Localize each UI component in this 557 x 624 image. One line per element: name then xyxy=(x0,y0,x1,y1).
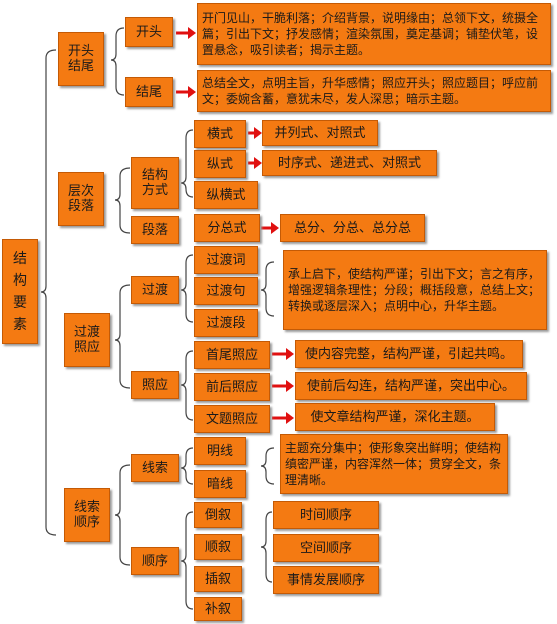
node-paragraph: 段落 xyxy=(131,216,179,244)
node-order-interjection: 插叙 xyxy=(194,566,242,592)
detail-opening: 开门见山，干脆利落；介绍背景，说明缘由；总领下文，统摄全篇；引出下文；抒发感情；… xyxy=(197,3,551,65)
node-transition-paragraph: 过渡段 xyxy=(194,309,258,337)
arrow-echo-title xyxy=(272,412,294,424)
node-transition-word: 过渡词 xyxy=(194,246,258,274)
node-transition-sentence: 过渡句 xyxy=(194,277,258,305)
brace-structure-paragraph xyxy=(114,167,131,234)
node-general-specific: 分总式 xyxy=(194,214,260,242)
node-order-chronological: 顺叙 xyxy=(194,534,242,560)
brace-transition xyxy=(180,254,194,323)
detail-order-space: 空间顺序 xyxy=(273,534,379,562)
brace-clue xyxy=(180,447,194,485)
node-order: 顺序 xyxy=(131,547,179,575)
node-clue: 线索 xyxy=(131,454,179,482)
arrow-vertical xyxy=(248,157,262,169)
detail-ending: 总结全文，点明主旨，升华感情；照应开头；照应题目；呼应前文；委婉含蓄，意犹未尽，… xyxy=(197,70,551,112)
node-ending: 结尾 xyxy=(125,77,173,107)
node-vertical: 纵式 xyxy=(194,150,246,178)
detail-echo-front-back: 使前后勾连，结构严谨，突出中心。 xyxy=(295,372,527,400)
detail-clue: 主题充分集中；使形象突出鲜明；使结构缜密严谨，内容浑然一体；贯穿全文，条理清晰。 xyxy=(280,434,508,494)
brace-transition-detail xyxy=(260,261,275,317)
arrow-general-specific xyxy=(261,222,279,234)
node-echo-front-back: 前后照应 xyxy=(194,373,270,401)
brace-echo xyxy=(180,350,194,421)
detail-order-time: 时间顺序 xyxy=(273,501,379,529)
detail-vertical: 时序式、递进式、对照式 xyxy=(262,150,437,176)
section-opening-ending: 开头 结尾 xyxy=(58,32,104,86)
detail-horizontal: 并列式、对照式 xyxy=(262,120,378,146)
node-clue-explicit: 明线 xyxy=(194,437,246,465)
brace-order xyxy=(180,511,194,610)
arrow-ending xyxy=(176,86,196,98)
brace-order-details xyxy=(260,511,273,583)
node-horizontal: 横式 xyxy=(194,120,246,148)
brace-opening-ending xyxy=(110,27,125,96)
brace-structure-mode xyxy=(180,129,194,198)
node-order-supplement: 补叙 xyxy=(194,597,242,621)
node-vertical-horizontal: 纵横式 xyxy=(194,181,258,209)
detail-general-specific: 总分、分总、总分总 xyxy=(280,214,425,242)
section-transition-echo: 过渡 照应 xyxy=(64,313,110,367)
section-structure-paragraph: 层次 段落 xyxy=(58,172,104,226)
root-node: 结 构 要 素 xyxy=(2,239,38,344)
node-structure-mode: 结构 方式 xyxy=(131,157,179,209)
arrow-horizontal xyxy=(248,127,262,139)
detail-echo-head-tail: 使内容完整，结构严谨，引起共鸣。 xyxy=(295,340,523,368)
brace-clue-detail xyxy=(260,447,275,485)
detail-transition: 承上启下，使结构严谨；引出下文；言之有序，增强逻辑条理性；分段；概括段意，总结上… xyxy=(283,250,547,330)
node-transition: 过渡 xyxy=(131,276,179,304)
node-order-flashback: 倒叙 xyxy=(194,502,242,528)
detail-order-event: 事情发展顺序 xyxy=(273,566,379,594)
arrow-echo-head-tail xyxy=(272,348,294,360)
section-clue-order: 线索 顺序 xyxy=(64,488,110,542)
arrow-opening xyxy=(176,27,196,39)
brace-clue-order xyxy=(114,464,131,566)
node-clue-implicit: 暗线 xyxy=(194,470,246,498)
brace-root xyxy=(40,49,57,536)
detail-echo-title: 使文章结构严谨，深化主题。 xyxy=(295,403,495,431)
node-echo-head-tail: 首尾照应 xyxy=(194,341,270,369)
node-echo: 照应 xyxy=(131,371,179,399)
arrow-echo-front-back xyxy=(272,380,294,392)
brace-transition-echo xyxy=(114,284,131,389)
node-echo-title: 文题照应 xyxy=(194,405,270,433)
node-opening: 开头 xyxy=(125,17,173,47)
